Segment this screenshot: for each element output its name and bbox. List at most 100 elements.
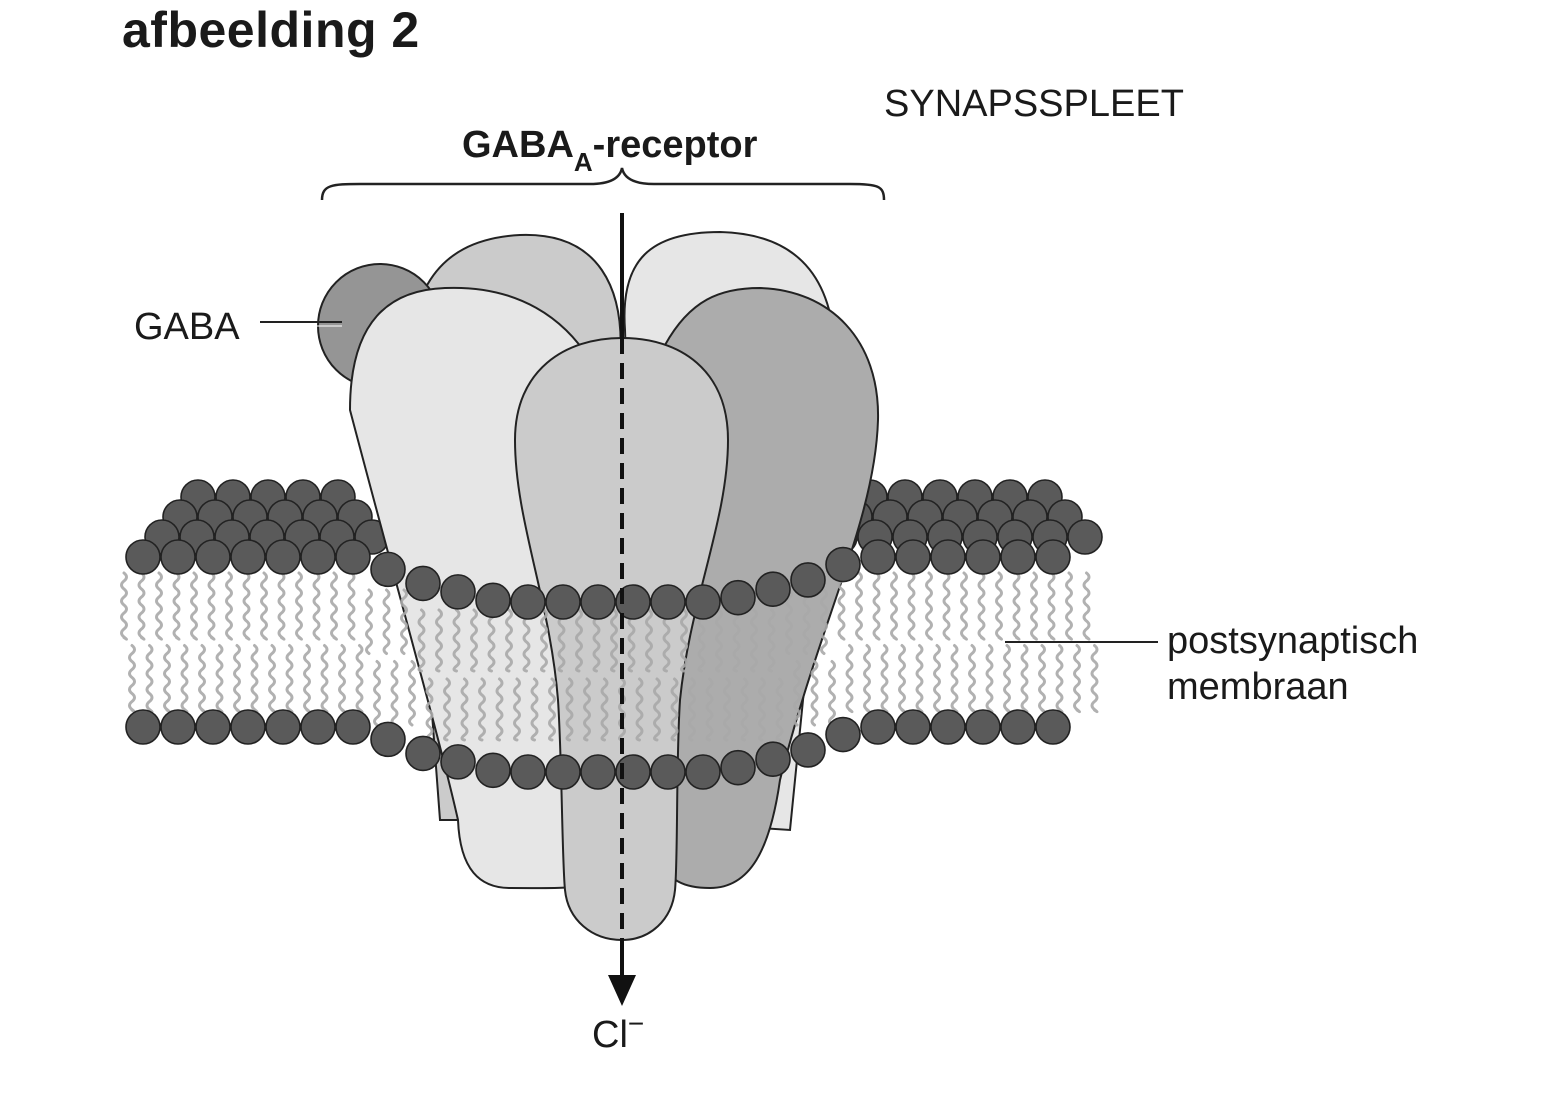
- lipid-tail: [942, 571, 951, 641]
- lipid-head: [125, 709, 161, 745]
- receptor-label: GABAA-receptor: [462, 124, 758, 177]
- lipid-tail: [207, 571, 216, 641]
- lipid-head: [685, 584, 721, 620]
- receptor-brace: [320, 167, 886, 201]
- chloride-flow-arrow: [608, 213, 636, 1006]
- lipid-head: [615, 754, 651, 790]
- lipid-tail: [680, 608, 688, 673]
- lipid-head: [1000, 539, 1036, 575]
- lipid-tail: [575, 608, 583, 673]
- receptor-label-suffix: -receptor: [593, 124, 758, 166]
- lipid-tail: [767, 608, 776, 673]
- lipid-tail: [985, 644, 994, 714]
- lipid-head: [510, 754, 546, 790]
- lipid-tail: [723, 677, 731, 742]
- membrane-label-line1: postsynaptisch: [1167, 620, 1418, 662]
- lipid-head: [230, 709, 266, 745]
- lipid-head: [195, 539, 231, 575]
- lipid-tail: [592, 608, 601, 673]
- lipid-head: [405, 565, 441, 602]
- receptor-label-subscript: A: [574, 147, 593, 177]
- lipid-head: [405, 735, 441, 772]
- lipid-tail: [610, 608, 618, 673]
- lipid-head: [685, 754, 721, 790]
- lipid-tail: [583, 677, 591, 742]
- lipid-tail: [452, 608, 461, 673]
- lipid-head: [440, 574, 476, 610]
- lipid-tail: [793, 660, 801, 727]
- lipid-tail: [1038, 644, 1046, 714]
- lipid-tail: [557, 608, 566, 673]
- lipid-head: [1035, 539, 1071, 575]
- lipid-tail: [758, 677, 766, 742]
- lipid-tail: [1082, 571, 1091, 641]
- lipid-tail: [470, 608, 478, 673]
- lipid-tail: [1073, 644, 1081, 714]
- synapsspleet-label: SYNAPSSPLEET: [884, 83, 1184, 125]
- lipid-head: [300, 539, 336, 575]
- lipid-head: [580, 754, 616, 790]
- lipid-head: [545, 754, 581, 790]
- lipid-tail: [925, 571, 933, 641]
- lipid-head: [930, 709, 966, 745]
- lipid-tail: [600, 677, 609, 742]
- ion-charge: −: [628, 1008, 644, 1039]
- lipid-tail: [260, 571, 268, 641]
- lipid-head: [965, 539, 1001, 575]
- lipid-head: [790, 732, 826, 768]
- lipid-tail: [802, 588, 811, 655]
- lipid-tail: [425, 677, 434, 742]
- lipid-tail: [408, 660, 416, 727]
- lipid-tail: [513, 677, 521, 742]
- lipid-head: [860, 539, 896, 575]
- lipid-tail: [653, 677, 661, 742]
- lipid-tail: [872, 571, 881, 641]
- lipid-tail: [785, 588, 793, 655]
- lipid-head: [930, 539, 966, 575]
- lipid-tail: [740, 677, 749, 742]
- lipid-head: [265, 709, 301, 745]
- lipid-tail: [933, 644, 941, 714]
- lipid-tail: [950, 644, 959, 714]
- lipid-tail: [750, 608, 758, 673]
- lipid-tail: [233, 644, 241, 714]
- lipid-tail: [417, 608, 426, 673]
- lipid-head: [300, 709, 336, 745]
- lipid-tail: [1055, 644, 1064, 714]
- lipid-head: [825, 546, 861, 583]
- lipid-tail: [1003, 644, 1011, 714]
- lipid-tail: [295, 571, 303, 641]
- lipid-tail: [215, 644, 224, 714]
- lipid-head: [125, 539, 161, 575]
- lipid-tail: [995, 571, 1003, 641]
- lipid-tail: [732, 608, 741, 673]
- lipid-tail: [285, 644, 294, 714]
- lipid-head: [580, 584, 616, 620]
- receptor-label-main: GABA: [462, 124, 574, 166]
- lipid-tail: [688, 677, 696, 742]
- lipid-tail: [775, 677, 784, 742]
- lipid-tail: [1030, 571, 1038, 641]
- lipid-tail: [390, 660, 399, 727]
- lipid-tail: [400, 588, 408, 655]
- lipid-tail: [960, 571, 968, 641]
- lipid-tail: [705, 677, 714, 742]
- lipid-tail: [120, 571, 128, 641]
- lipid-tail: [338, 644, 346, 714]
- lipid-head: [895, 539, 931, 575]
- lipid-tail: [898, 644, 906, 714]
- lipid-tail: [347, 571, 356, 641]
- lipid-head: [720, 749, 756, 786]
- lipid-tail: [190, 571, 198, 641]
- lipid-tail: [540, 608, 548, 673]
- lipid-tail: [618, 677, 626, 742]
- lipid-head: [195, 709, 231, 745]
- lipid-tail: [855, 571, 863, 641]
- lipid-head: [370, 721, 406, 758]
- lipid-tail: [320, 644, 329, 714]
- lipid-head: [825, 716, 861, 753]
- lipid-tail: [435, 608, 443, 673]
- lipid-head: [230, 539, 266, 575]
- lipid-head: [1000, 709, 1036, 745]
